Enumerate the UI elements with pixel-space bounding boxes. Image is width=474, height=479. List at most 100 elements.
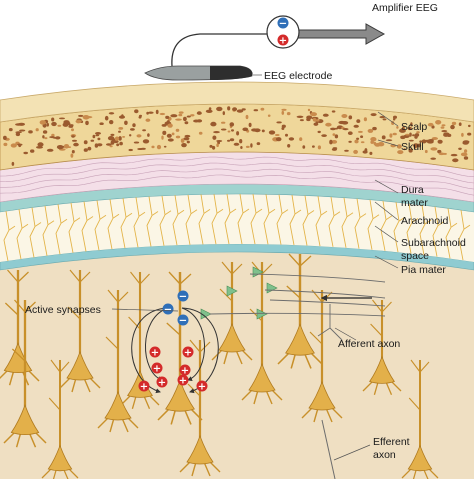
skull-pore xyxy=(382,118,387,121)
skull-pore xyxy=(15,131,22,134)
leader-arachnoid xyxy=(374,201,399,221)
skull-pore xyxy=(399,128,406,133)
trabecula xyxy=(198,194,211,245)
basal-dendrite xyxy=(362,379,402,396)
skull-pore xyxy=(129,134,132,137)
skull-pore xyxy=(216,143,219,147)
afferent-axon-line xyxy=(269,299,386,307)
skull-pore xyxy=(334,134,339,139)
skull-pore xyxy=(325,122,332,127)
skull-pore xyxy=(90,139,95,142)
skull-pore xyxy=(104,115,109,121)
skull-pore xyxy=(119,115,125,119)
skull-pore xyxy=(467,132,472,136)
skull-pore xyxy=(427,139,434,142)
skull-pore xyxy=(342,128,349,131)
skull-pore xyxy=(317,145,321,150)
skull-pore xyxy=(241,108,246,111)
skull-pore xyxy=(437,149,442,154)
skull-pore xyxy=(268,130,276,135)
trabecula xyxy=(42,205,55,256)
dendrite-branch xyxy=(370,299,392,337)
skull-pore xyxy=(175,128,180,132)
leader-dura xyxy=(374,179,399,194)
skull-pore xyxy=(232,107,238,112)
skull-pore xyxy=(400,136,406,140)
basal-dendrite xyxy=(41,466,79,479)
positive-charge-text: + xyxy=(158,378,166,389)
skull-pore xyxy=(245,145,250,148)
skull-pore xyxy=(28,130,33,134)
skull-pore xyxy=(313,122,319,126)
skull-pore xyxy=(37,142,44,147)
skull-pore xyxy=(381,135,386,140)
skull-pore xyxy=(227,130,231,133)
skull-pore xyxy=(393,117,396,121)
skull-pore xyxy=(138,116,142,119)
skull-pore xyxy=(166,133,172,138)
afferent-axon-line xyxy=(209,312,386,317)
trabecula xyxy=(81,201,94,252)
positive-charge-text: + xyxy=(140,382,148,393)
skull-pore xyxy=(451,121,457,126)
skull-pore xyxy=(167,123,173,128)
dendrite-branch xyxy=(48,359,70,411)
skull-pore xyxy=(67,122,71,126)
skull-pore xyxy=(360,141,365,144)
trabecula xyxy=(237,193,250,245)
skull-pore xyxy=(51,121,57,127)
skull-pore xyxy=(321,134,327,138)
dura-fiber xyxy=(0,162,474,184)
skull-pore xyxy=(87,146,92,151)
dura-fiber xyxy=(0,174,474,196)
current-loop xyxy=(181,307,205,381)
skull-pore xyxy=(145,118,151,122)
skull-pore xyxy=(212,145,216,150)
skull-pore xyxy=(377,142,385,147)
skull-pore xyxy=(403,148,406,151)
label-amplifier-eeg: Amplifier EEG xyxy=(372,2,438,14)
skull-texture xyxy=(3,106,472,166)
pia-mater-layer xyxy=(0,243,474,271)
trabecula xyxy=(120,198,133,249)
positive-charge xyxy=(196,380,208,392)
current-flow xyxy=(131,307,219,394)
skull-pore xyxy=(405,133,410,136)
skull-pore xyxy=(18,143,22,148)
subarachnoid-space xyxy=(0,194,474,262)
trabecula xyxy=(367,199,380,250)
skull-pore xyxy=(118,126,124,130)
skull-pore xyxy=(55,136,61,140)
trabecula xyxy=(341,197,354,248)
skull-pore xyxy=(427,122,434,127)
neuron-soma xyxy=(66,350,94,381)
skull-pore xyxy=(338,120,346,125)
trabecula xyxy=(302,195,315,246)
skull-pore xyxy=(208,107,212,111)
label-pia-mater: Pia mater xyxy=(401,264,446,276)
skull-pore xyxy=(46,148,54,152)
skull-pore xyxy=(213,131,220,134)
skull-pore xyxy=(161,135,164,140)
efferent-axon-line xyxy=(321,419,336,479)
arachnoid-trabeculae xyxy=(3,193,471,262)
skull-pore xyxy=(239,139,243,144)
positive-charge xyxy=(151,362,163,374)
skull-pore xyxy=(171,132,175,136)
skull-pore xyxy=(220,128,227,131)
skull-pore xyxy=(240,146,243,149)
skull-pore xyxy=(99,122,104,125)
leader-skull xyxy=(377,139,399,147)
skull-pore xyxy=(134,109,139,114)
skull-pore xyxy=(186,140,190,144)
neuron-soma xyxy=(369,355,395,384)
skull-pore xyxy=(51,133,55,137)
skull-pore xyxy=(95,132,101,135)
skull-pore xyxy=(354,139,359,144)
skull-pore xyxy=(196,119,203,123)
neuron-soma xyxy=(186,434,214,465)
skull-pore xyxy=(450,124,455,130)
skull-pore xyxy=(159,112,166,116)
trabecula xyxy=(185,194,198,245)
pyramidal-neuron xyxy=(241,261,283,405)
